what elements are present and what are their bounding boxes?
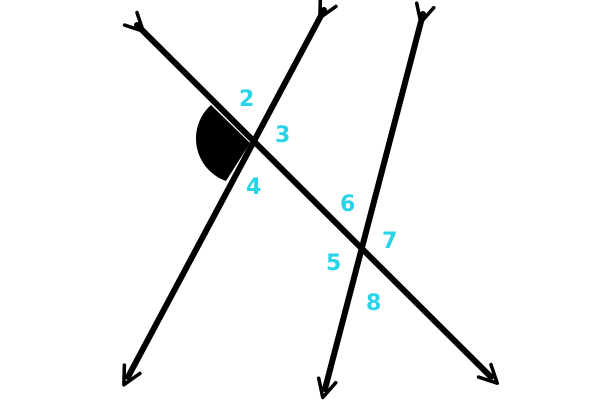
left-line	[122, 0, 338, 387]
angle-label-8: 8	[366, 291, 381, 316]
angle-label-6: 6	[340, 192, 355, 217]
angle-label-4: 4	[246, 175, 261, 200]
angle-label-5: 5	[326, 251, 341, 276]
angle-label-3: 3	[275, 123, 290, 148]
transversal-line	[122, 10, 500, 385]
angle-label-2: 2	[239, 87, 254, 112]
right-line	[316, 1, 436, 400]
angle-label-7: 7	[382, 229, 397, 254]
